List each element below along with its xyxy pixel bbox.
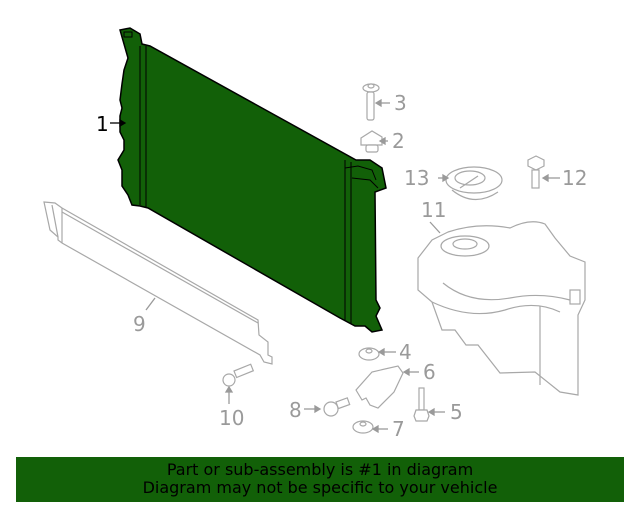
insulator-part-7[interactable]	[352, 420, 374, 434]
banner-line-1: Part or sub-assembly is #1 in diagram	[166, 460, 474, 479]
bolt-part-8[interactable]	[323, 397, 351, 417]
insulator-part-4[interactable]	[358, 347, 380, 361]
callout-1[interactable]: 1	[96, 112, 109, 136]
bolt-part-12[interactable]	[527, 155, 545, 189]
callout-11[interactable]: 11	[421, 198, 447, 222]
callout-8[interactable]: 8	[289, 398, 302, 422]
leader-line-part-1	[110, 118, 127, 128]
callout-13[interactable]: 13	[404, 166, 430, 190]
cap-part-2[interactable]	[360, 130, 383, 153]
callout-10[interactable]: 10	[219, 406, 245, 430]
radiator-part-1[interactable]	[117, 27, 387, 333]
bolt-part-10[interactable]	[222, 363, 255, 387]
callout-7[interactable]: 7	[392, 417, 405, 441]
callout-12[interactable]: 12	[562, 166, 588, 190]
coolant-reservoir-part-11[interactable]	[417, 221, 586, 396]
pin-part-3[interactable]	[362, 83, 380, 121]
callout-3[interactable]: 3	[394, 91, 407, 115]
callout-4[interactable]: 4	[399, 340, 412, 364]
callout-2[interactable]: 2	[392, 129, 405, 153]
leader-lines	[145, 98, 560, 434]
info-banner: Part or sub-assembly is #1 in diagram Di…	[16, 457, 624, 502]
callout-5[interactable]: 5	[450, 400, 463, 424]
callout-6[interactable]: 6	[423, 360, 436, 384]
reservoir-cap-part-13[interactable]	[445, 166, 503, 201]
banner-line-2: Diagram may not be specific to your vehi…	[142, 478, 498, 497]
bracket-part-6[interactable]	[355, 365, 404, 409]
air-deflector-part-9[interactable]	[43, 201, 273, 365]
callout-9[interactable]: 9	[133, 312, 146, 336]
bolt-part-5[interactable]	[413, 387, 430, 422]
